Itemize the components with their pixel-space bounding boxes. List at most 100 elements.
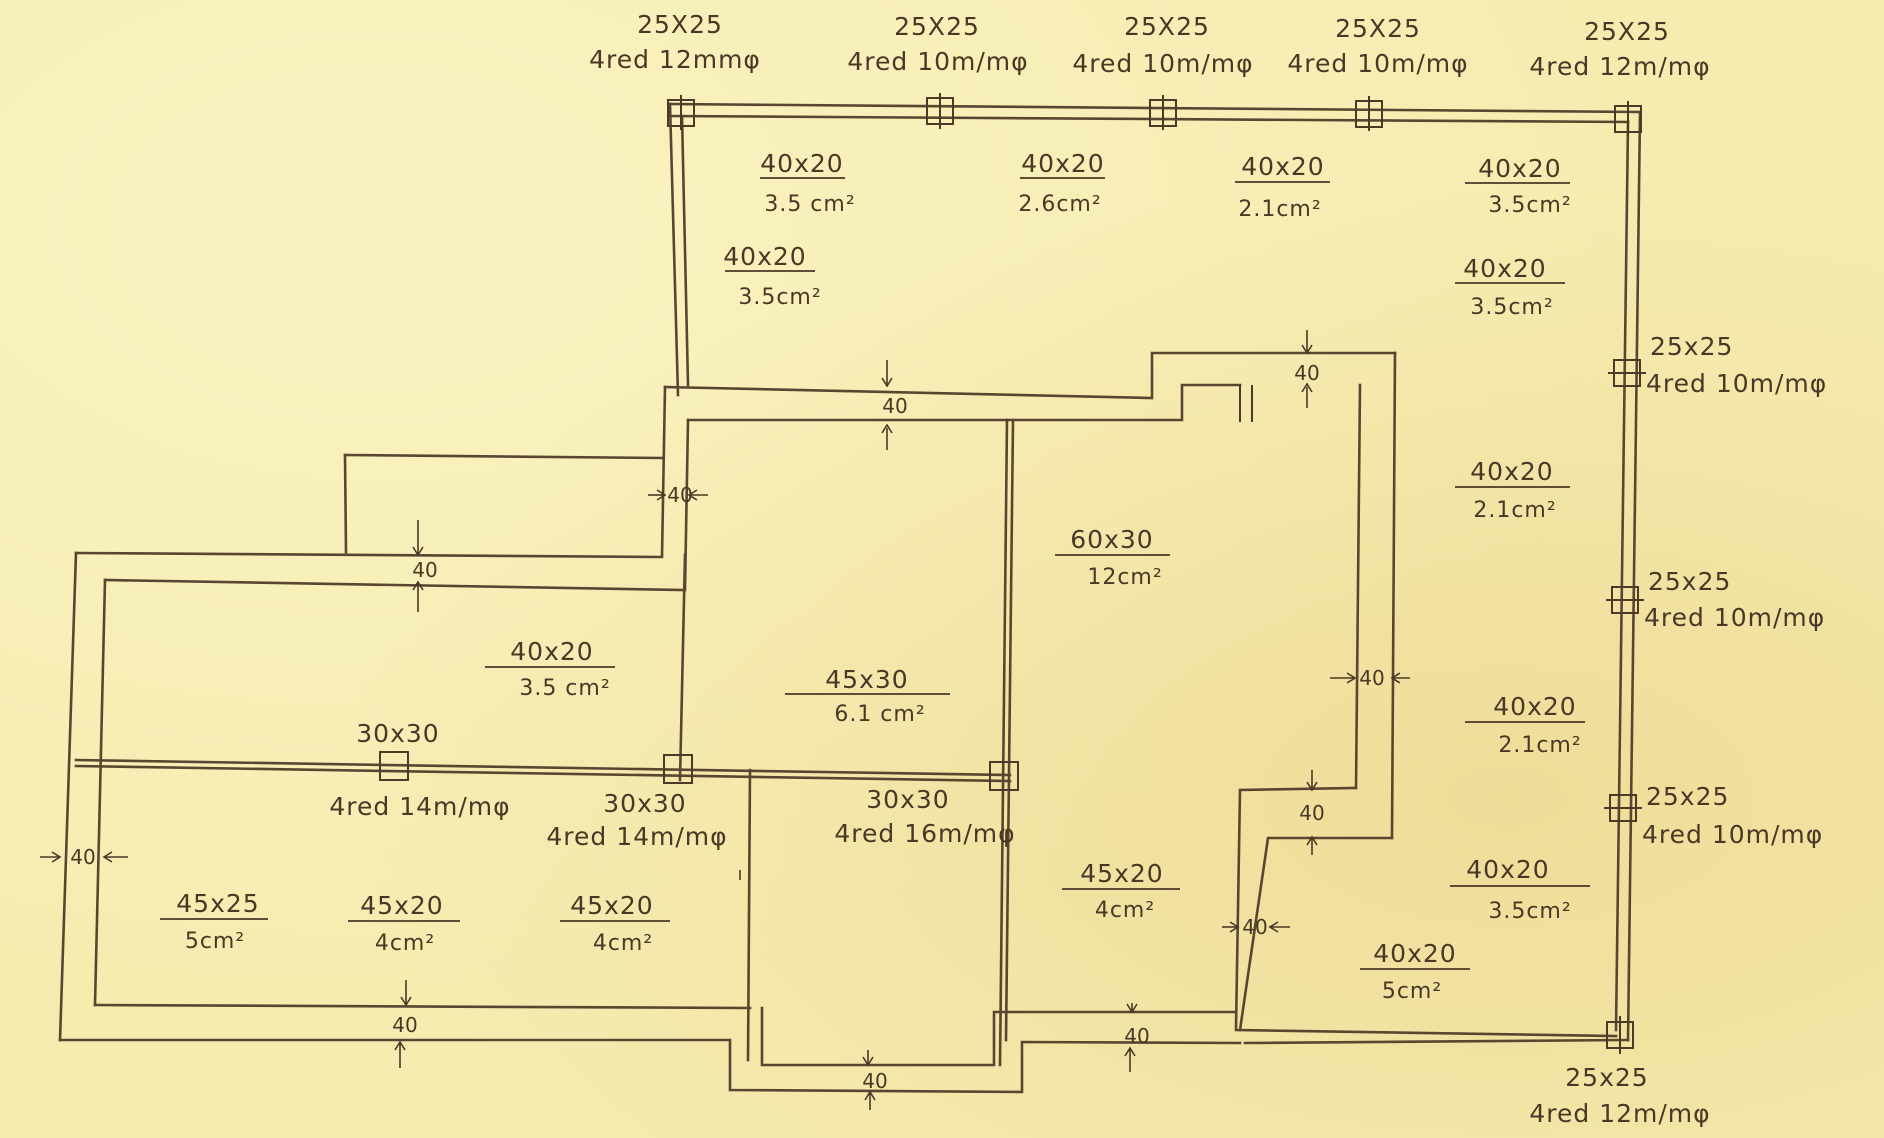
beam-size-b3: 40x20 [1241,152,1324,181]
dimension-d3: 40 [648,483,708,507]
column-size-c5: 25X25 [1584,17,1670,46]
column-size-c3: 25X25 [1124,12,1210,41]
dimension-d2: 40 [1294,330,1320,408]
dimension-d5: 40 [1330,666,1410,690]
beam-label-b15: 45x20 4cm² [1062,859,1180,923]
dimension-value-d4: 40 [412,558,437,582]
column-square-c3 [1149,95,1177,130]
column-size-c7: 25x25 [1648,567,1731,596]
beam-size-b4: 40x20 [1478,154,1561,183]
beam-label-b3: 40x20 2.1cm² [1235,152,1330,222]
dimension-value-d6: 40 [1299,801,1324,825]
column-label-c8: 25x25 4red 10m/mφ [1642,782,1823,849]
column-square-c12 [989,761,1019,791]
dimension-marks: 40 40 40 40 40 40 40 [40,330,1410,1110]
beam-steel-b11: 2.1cm² [1498,733,1581,758]
column-square-c9 [1606,1016,1634,1054]
beam-label-b7: 40x20 2.1cm² [1455,457,1570,523]
beam-steel-b8: 12cm² [1087,565,1162,590]
column-size-c8: 25x25 [1646,782,1729,811]
interior-walls [74,418,1015,1067]
beam-size-b5: 40x20 [723,242,806,271]
column-label-c11: 30x30 4red 14m/mφ [546,789,727,851]
dimension-d6: 40 [1299,770,1325,855]
dimension-d11: 40 [862,1050,888,1110]
column-size-c9: 25x25 [1565,1063,1648,1092]
beam-label-b6: 40x20 3.5cm² [1455,254,1565,320]
beam-steel-b5: 3.5cm² [738,285,821,310]
inner-wall-upper [663,351,1397,840]
beam-label-b10: 45x30 6.1 cm² [785,665,950,727]
beam-steel-b4: 3.5cm² [1488,193,1571,218]
beam-size-b11: 40x20 [1493,692,1576,721]
beam-steel-b1: 3.5 cm² [764,192,855,217]
beam-steel-b10: 6.1 cm² [834,702,925,727]
beam-steel-b3: 2.1cm² [1238,197,1321,222]
dimension-value-d5: 40 [1359,666,1384,690]
column-square-c10 [379,751,409,781]
dimension-d8: 40 [1222,915,1290,939]
dimension-value-d2: 40 [1294,361,1319,385]
column-marks [379,93,1646,1054]
column-label-c4: 25X25 4red 10m/mφ [1287,14,1467,78]
column-label-c5: 25X25 4red 12m/mφ [1529,17,1709,81]
beam-steel-b14: 4cm² [593,931,653,956]
dimension-d9: 40 [392,980,418,1068]
dimension-d4: 40 [412,520,438,612]
column-size-c12: 30x30 [866,785,949,814]
column-label-c12: 30x30 4red 16m/mφ [834,785,1014,848]
opening-mark [1239,385,1253,422]
beam-size-b10: 45x30 [825,665,908,694]
column-rebar-c2: 4red 10m/mφ [847,47,1028,76]
column-rebar-c9: 4red 12m/mφ [1529,1099,1710,1128]
column-labels: 25X25 4red 12mmφ 25X25 4red 10m/mφ 25X25… [329,10,1826,1128]
beam-label-b5: 40x20 3.5cm² [723,242,821,310]
beam-size-b7: 40x20 [1470,457,1553,486]
beam-steel-b15: 4cm² [1095,898,1155,923]
beam-steel-b7: 2.1cm² [1473,498,1556,523]
column-size-c11: 30x30 [603,789,686,818]
column-square-c11 [663,754,693,784]
column-label-c1: 25X25 4red 12mmφ [589,10,761,74]
beam-size-b8: 60x30 [1070,525,1153,554]
column-size-c4: 25X25 [1335,14,1421,43]
beam-steel-b2: 2.6cm² [1018,192,1101,217]
beam-size-b6: 40x20 [1463,254,1546,283]
beam-size-b17: 40x20 [1373,939,1456,968]
beam-size-b9: 40x20 [510,637,593,666]
beam-size-b15: 45x20 [1080,859,1163,888]
column-square-c6 [1608,359,1646,387]
dimension-d1: 40 [881,360,908,450]
column-rebar-c8: 4red 10m/mφ [1642,820,1823,849]
beam-steel-b16: 3.5cm² [1488,899,1571,924]
dimension-value-d11: 40 [862,1069,887,1093]
column-label-c2: 25X25 4red 10m/mφ [847,12,1028,76]
outer-wall-right [1614,110,1642,1042]
column-label-c9: 25x25 4red 12m/mφ [1529,1063,1710,1128]
column-rebar-c11: 4red 14m/mφ [546,822,727,851]
column-square-c4 [1355,96,1383,131]
column-size-c6: 25x25 [1650,332,1733,361]
step-wall [1234,786,1630,1045]
beam-label-b4: 40x20 3.5cm² [1465,154,1571,218]
dimension-value-d7: 40 [70,845,95,869]
column-square-c7 [1606,586,1644,614]
column-square-c8 [1604,794,1642,822]
column-label-c7: 25x25 4red 10m/mφ [1644,567,1824,632]
beam-steel-b12: 5cm² [185,929,245,954]
dimension-value-d8: 40 [1242,915,1267,939]
column-label-c6: 25x25 4red 10m/mφ [1646,332,1826,398]
column-rebar-c10: 4red 14m/mφ [329,792,510,821]
column-rebar-c1: 4red 12mmφ [589,45,761,74]
upper-wing-left-wall [668,102,690,397]
beam-steel-b6: 3.5cm² [1470,295,1553,320]
left-wing-walls [58,385,1242,1094]
